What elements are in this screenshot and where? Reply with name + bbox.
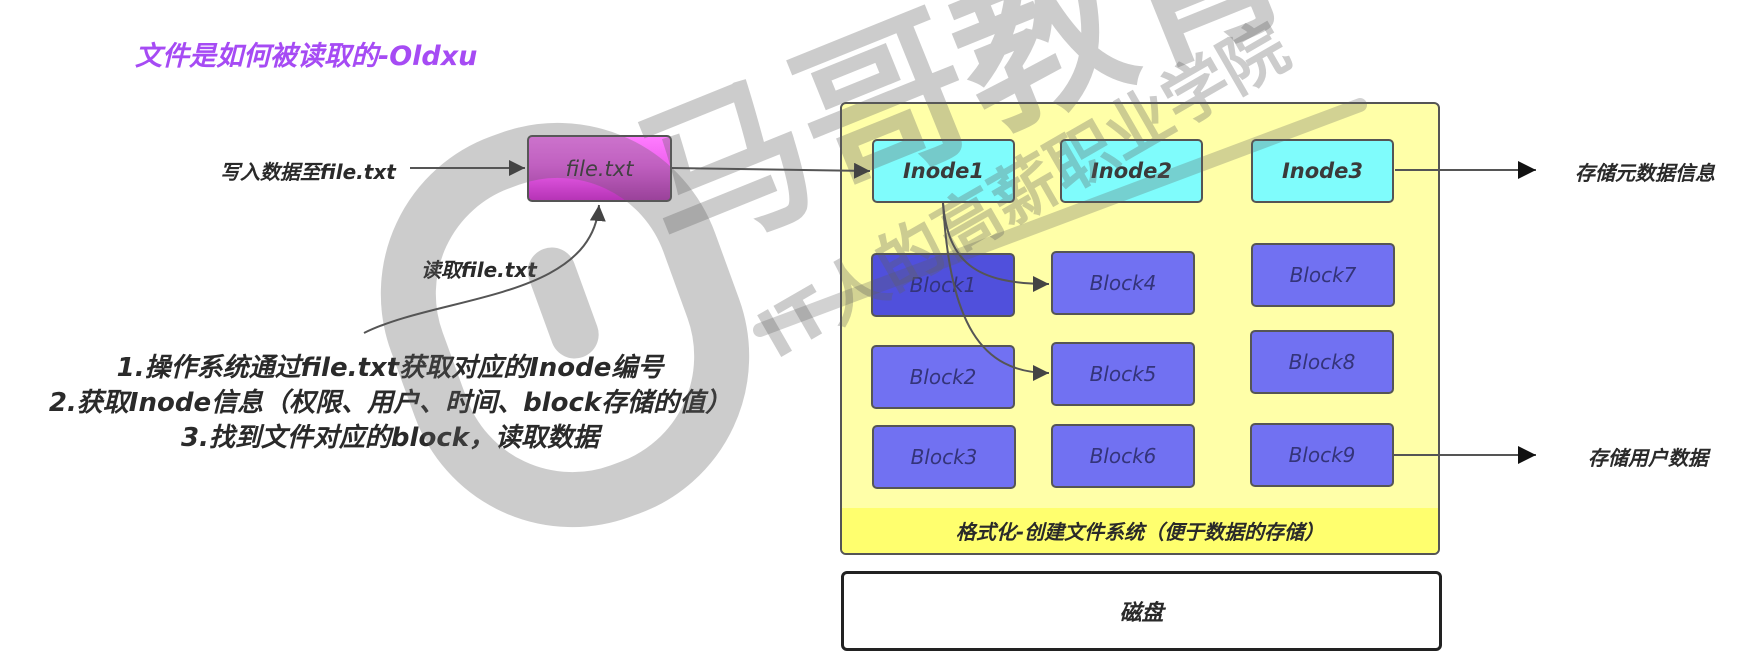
block-label: Block6 (1089, 444, 1157, 468)
block-label: Block4 (1089, 271, 1157, 295)
step-2: 2.获取Inode信息（权限、用户、时间、block存储的值） (48, 388, 732, 418)
step-3: 3.找到文件对应的block，读取数据 (180, 423, 600, 453)
block-label: Block2 (909, 365, 977, 389)
block-2[interactable]: Block2 (871, 345, 1015, 409)
inode-3[interactable]: Inode3 (1251, 139, 1394, 203)
inode-label: Inode1 (902, 159, 985, 183)
metadata-storage-label: 存储元数据信息 (1575, 161, 1715, 185)
block-5[interactable]: Block5 (1051, 342, 1195, 406)
file-node[interactable]: file.txt (527, 135, 672, 202)
inode-2[interactable]: Inode2 (1060, 139, 1203, 203)
disk-label: 磁盘 (1119, 601, 1164, 626)
step-1: 1.操作系统通过file.txt获取对应的Inode编号 (116, 353, 664, 383)
block-4[interactable]: Block4 (1051, 251, 1195, 315)
block-label: Block3 (910, 445, 978, 469)
block-label: Block8 (1288, 350, 1356, 374)
user-data-storage-label: 存储用户数据 (1588, 446, 1708, 470)
block-label: Block7 (1289, 263, 1357, 287)
inode-label: Inode3 (1281, 159, 1364, 183)
block-7[interactable]: Block7 (1251, 243, 1395, 307)
inode-label: Inode2 (1090, 159, 1173, 183)
inode-1[interactable]: Inode1 (872, 139, 1015, 203)
block-3[interactable]: Block3 (872, 425, 1016, 489)
filesystem-label: 格式化-创建文件系统（便于数据的存储） (842, 508, 1438, 553)
block-label: Block9 (1288, 443, 1356, 467)
block-6[interactable]: Block6 (1051, 424, 1195, 488)
block-1[interactable]: Block1 (871, 253, 1015, 317)
block-8[interactable]: Block8 (1250, 330, 1394, 394)
read-steps: 1.操作系统通过file.txt获取对应的Inode编号 2.获取Inode信息… (20, 351, 760, 456)
block-label: Block1 (909, 273, 977, 297)
write-data-label: 写入数据至file.txt (220, 160, 396, 184)
file-node-label: file.txt (565, 156, 634, 181)
page-title: 文件是如何被读取的-Oldxu (135, 41, 478, 72)
disk-node[interactable]: 磁盘 (841, 571, 1442, 651)
block-9[interactable]: Block9 (1250, 423, 1394, 487)
read-file-label: 读取file.txt (421, 258, 537, 282)
block-label: Block5 (1089, 362, 1157, 386)
